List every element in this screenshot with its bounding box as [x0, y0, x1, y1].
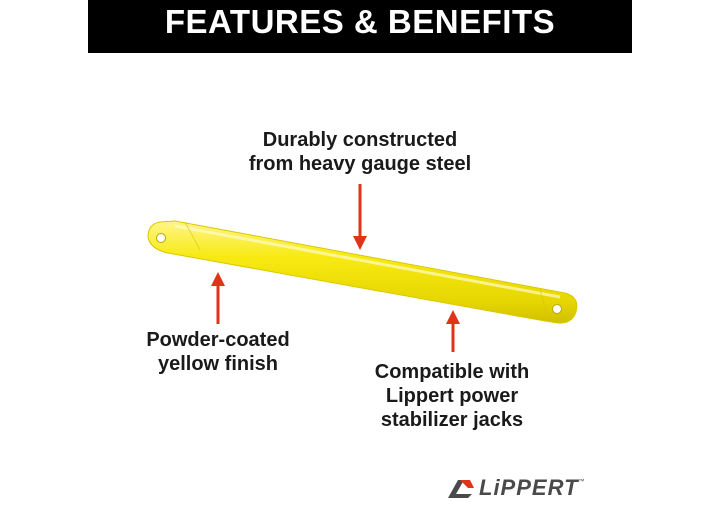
banner-title: FEATURES & BENEFITS: [164, 2, 556, 40]
callout-line: Compatible with: [374, 361, 530, 383]
callout-line: Powder-coated: [146, 329, 290, 351]
title-banner: FEATURES & BENEFITS: [88, 0, 632, 53]
callout-line: Durably constructed: [262, 129, 458, 151]
callout-compatibility: Compatible with Lippert power stabilizer…: [352, 360, 552, 432]
callout-line: from heavy gauge steel: [248, 153, 472, 175]
callout-finish: Powder-coated yellow finish: [128, 328, 308, 376]
lippert-logo: LiPPERT ™: [446, 475, 585, 501]
mounting-hole-right: [552, 304, 562, 314]
callout-line: Lippert power: [385, 385, 519, 407]
logo-text: LiPPERT: [479, 475, 579, 500]
callout-construction: Durably constructed from heavy gauge ste…: [230, 128, 490, 176]
callout-line: yellow finish: [157, 353, 279, 375]
arrow-up-icon: [211, 272, 225, 324]
arrow-up-icon: [446, 310, 460, 352]
arrow-down-icon: [353, 184, 367, 250]
logo-trademark: ™: [578, 479, 585, 485]
stabilizer-bar: [147, 220, 578, 324]
mounting-hole-left: [156, 233, 166, 243]
lippert-mark-icon: [448, 480, 474, 498]
callout-line: stabilizer jacks: [380, 409, 524, 431]
